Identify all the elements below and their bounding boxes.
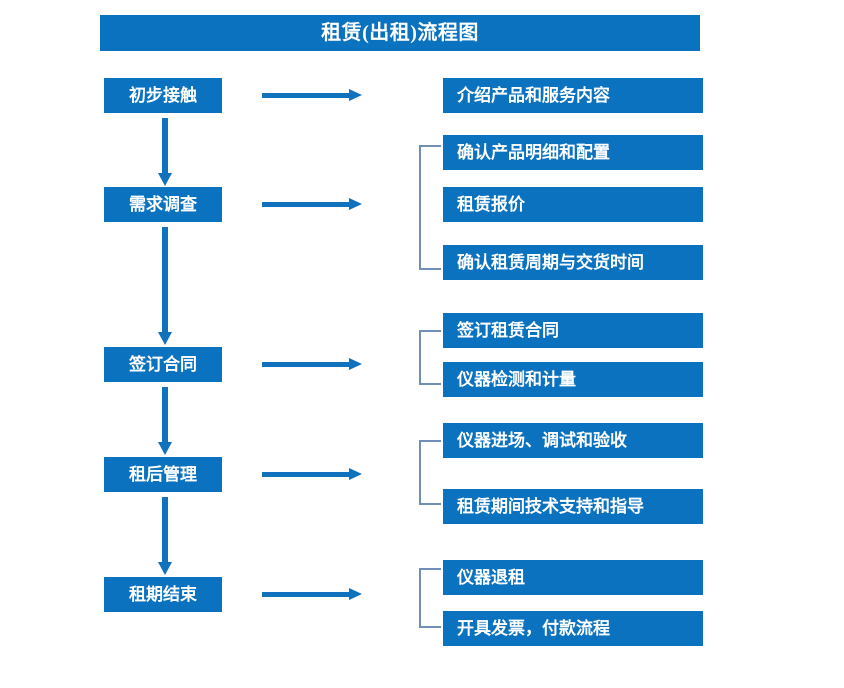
detail-node-label: 确认产品明细和配置 xyxy=(457,143,610,162)
stage-node-1[interactable]: 初步接触 xyxy=(104,78,222,113)
detail-node-label: 租赁期间技术支持和指导 xyxy=(457,497,644,516)
detail-node-6[interactable]: 仪器检测和计量 xyxy=(443,362,703,397)
detail-node-label: 租赁报价 xyxy=(457,195,525,214)
detail-node-2[interactable]: 确认产品明细和配置 xyxy=(443,135,703,170)
horizontal-arrow-4 xyxy=(262,466,362,482)
horizontal-arrow-1 xyxy=(262,87,362,103)
stage-node-label: 需求调查 xyxy=(129,195,197,214)
horizontal-arrow-2 xyxy=(262,196,362,212)
stage-node-2[interactable]: 需求调查 xyxy=(104,187,222,222)
detail-node-10[interactable]: 开具发票，付款流程 xyxy=(443,611,703,646)
stage-node-label: 签订合同 xyxy=(129,355,197,374)
chart-title-bar: 租赁(出租)流程图 xyxy=(100,15,700,51)
detail-node-4[interactable]: 确认租赁周期与交货时间 xyxy=(443,245,703,280)
detail-node-8[interactable]: 租赁期间技术支持和指导 xyxy=(443,489,703,524)
stage-node-5[interactable]: 租期结束 xyxy=(104,577,222,612)
group-bracket-3 xyxy=(419,330,441,385)
detail-node-label: 开具发票，付款流程 xyxy=(457,619,610,638)
detail-node-1[interactable]: 介绍产品和服务内容 xyxy=(443,78,703,113)
detail-node-label: 仪器检测和计量 xyxy=(457,370,576,389)
vertical-arrow-2-to-3 xyxy=(157,227,173,345)
chart-title-text: 租赁(出租)流程图 xyxy=(321,22,479,44)
vertical-arrow-3-to-4 xyxy=(157,387,173,455)
detail-node-label: 仪器进场、调试和验收 xyxy=(457,431,627,450)
vertical-arrow-4-to-5 xyxy=(157,497,173,575)
stage-node-label: 租期结束 xyxy=(129,585,197,604)
stage-node-label: 初步接触 xyxy=(129,86,197,105)
detail-node-3[interactable]: 租赁报价 xyxy=(443,187,703,222)
group-bracket-2 xyxy=(419,145,441,270)
detail-node-9[interactable]: 仪器退租 xyxy=(443,560,703,595)
horizontal-arrow-5 xyxy=(262,586,362,602)
stage-node-3[interactable]: 签订合同 xyxy=(104,347,222,382)
horizontal-arrow-3 xyxy=(262,356,362,372)
detail-node-label: 介绍产品和服务内容 xyxy=(457,86,610,105)
group-bracket-4 xyxy=(419,440,441,505)
group-bracket-5 xyxy=(419,568,441,628)
detail-node-7[interactable]: 仪器进场、调试和验收 xyxy=(443,423,703,458)
detail-node-label: 确认租赁周期与交货时间 xyxy=(457,253,644,272)
detail-node-label: 签订租赁合同 xyxy=(457,321,559,340)
vertical-arrow-1-to-2 xyxy=(157,118,173,186)
detail-node-label: 仪器退租 xyxy=(457,568,525,587)
stage-node-label: 租后管理 xyxy=(129,465,197,484)
detail-node-5[interactable]: 签订租赁合同 xyxy=(443,313,703,348)
stage-node-4[interactable]: 租后管理 xyxy=(104,457,222,492)
